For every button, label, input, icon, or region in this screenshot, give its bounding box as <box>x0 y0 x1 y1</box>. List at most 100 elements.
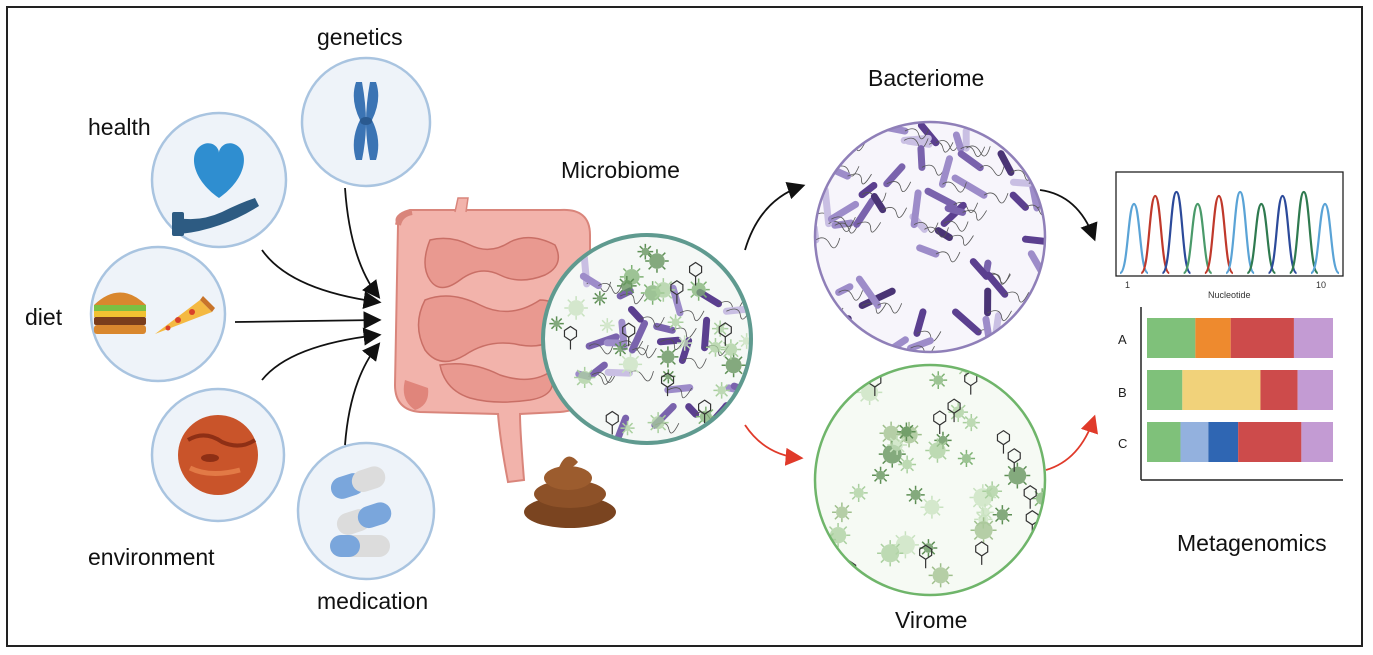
virus-particle <box>910 489 921 501</box>
virus-spike <box>931 550 936 555</box>
virus-spike <box>1005 518 1010 523</box>
virus-spike <box>995 518 999 523</box>
flagellum <box>1004 291 1030 303</box>
virus-particle <box>1020 388 1038 406</box>
virus-spike <box>609 327 614 332</box>
virus-spike <box>619 278 624 283</box>
flagellum <box>707 424 733 435</box>
flagellum <box>856 221 882 233</box>
virus-spike <box>851 485 856 490</box>
chromatogram-peak <box>1267 194 1298 275</box>
genetics-label: genetics <box>317 24 403 50</box>
virus-particle <box>901 426 912 437</box>
chromatogram-tick-end: 10 <box>1316 280 1327 290</box>
virus-spike <box>1005 507 1010 512</box>
flow-arrows <box>744 182 1098 471</box>
virus-spike <box>567 312 572 317</box>
flagellum <box>672 327 697 339</box>
virus-spike <box>647 253 652 258</box>
virus-spike <box>910 457 914 462</box>
bacterium <box>924 187 958 209</box>
virus-spike <box>668 294 673 299</box>
virus-particle <box>724 343 738 356</box>
virus-particle <box>725 357 742 374</box>
virus-spike <box>588 381 593 386</box>
microbiome-label: Microbiome <box>561 157 680 183</box>
flagellum <box>598 282 623 294</box>
virus-spike <box>909 424 914 429</box>
virus-spike <box>636 267 641 272</box>
flagellum <box>679 310 705 322</box>
flagellum <box>761 394 785 404</box>
chromatogram-peaks <box>1118 190 1341 275</box>
flagellum <box>660 339 685 350</box>
virus-spike <box>976 512 981 517</box>
virus-spike <box>1007 481 1012 486</box>
flagellum <box>960 146 986 157</box>
stool-icon <box>524 456 616 528</box>
flagellum <box>883 351 909 352</box>
flagellum <box>847 173 872 185</box>
virus-spike <box>661 252 666 257</box>
virus-spike <box>973 425 978 430</box>
virus-spike <box>970 361 973 364</box>
virus-spike <box>987 505 992 510</box>
virus-spike <box>914 425 919 430</box>
virus-spike <box>921 541 926 546</box>
flagellum <box>755 391 779 401</box>
intestine-icon <box>393 197 591 484</box>
virus-spike <box>843 540 848 545</box>
flagellum <box>924 226 949 238</box>
virus-spike <box>614 350 619 355</box>
virus-spike <box>722 331 727 335</box>
virus-spike <box>629 422 634 427</box>
bacterium <box>1021 235 1045 245</box>
virus-spike <box>959 361 962 364</box>
virus-particle <box>876 470 886 480</box>
virus-spike <box>662 426 667 431</box>
virus-spike <box>686 345 691 350</box>
virus-particle <box>617 345 624 353</box>
virus-spike <box>558 318 563 322</box>
virus-particle <box>649 253 665 269</box>
virus-spike <box>845 515 850 520</box>
bar-segment <box>1180 422 1209 462</box>
virus-particle <box>853 487 864 498</box>
virus-spike <box>581 312 585 317</box>
virus-spike <box>1030 357 1033 360</box>
flagellum <box>815 237 841 249</box>
flagellum <box>682 357 707 369</box>
virus-particle <box>974 521 993 540</box>
virus-spike <box>635 355 640 360</box>
virus-spike <box>883 468 888 473</box>
flagellum <box>831 216 856 228</box>
virus-spike <box>828 401 833 406</box>
virus-spike <box>724 384 729 388</box>
bar-segment <box>1147 318 1196 358</box>
virus-spike <box>895 424 900 429</box>
virus-spike <box>724 370 729 375</box>
bacterium <box>627 305 644 323</box>
flagellum <box>1046 239 1070 249</box>
virus-particle <box>604 322 611 329</box>
virus-spike <box>601 319 606 324</box>
flagellum <box>962 209 987 221</box>
virus-particle <box>891 439 903 451</box>
flagellum <box>726 308 751 320</box>
virus-particle <box>932 567 949 584</box>
virus-spike <box>820 532 825 537</box>
virus-spike <box>1021 574 1026 579</box>
virus-particle <box>1035 492 1045 505</box>
bacterium <box>664 384 694 394</box>
virus-spike <box>636 281 641 286</box>
virus-spike <box>708 340 713 345</box>
virus-spike <box>668 281 673 285</box>
virus-particle <box>564 419 574 429</box>
virus-particle <box>1017 365 1035 376</box>
virus-spike <box>1034 502 1039 507</box>
virus-particle <box>883 425 899 441</box>
virus-spike <box>945 566 950 571</box>
virus-spike <box>715 392 720 397</box>
virus-spike <box>911 534 916 539</box>
bar-segment <box>1147 370 1183 410</box>
